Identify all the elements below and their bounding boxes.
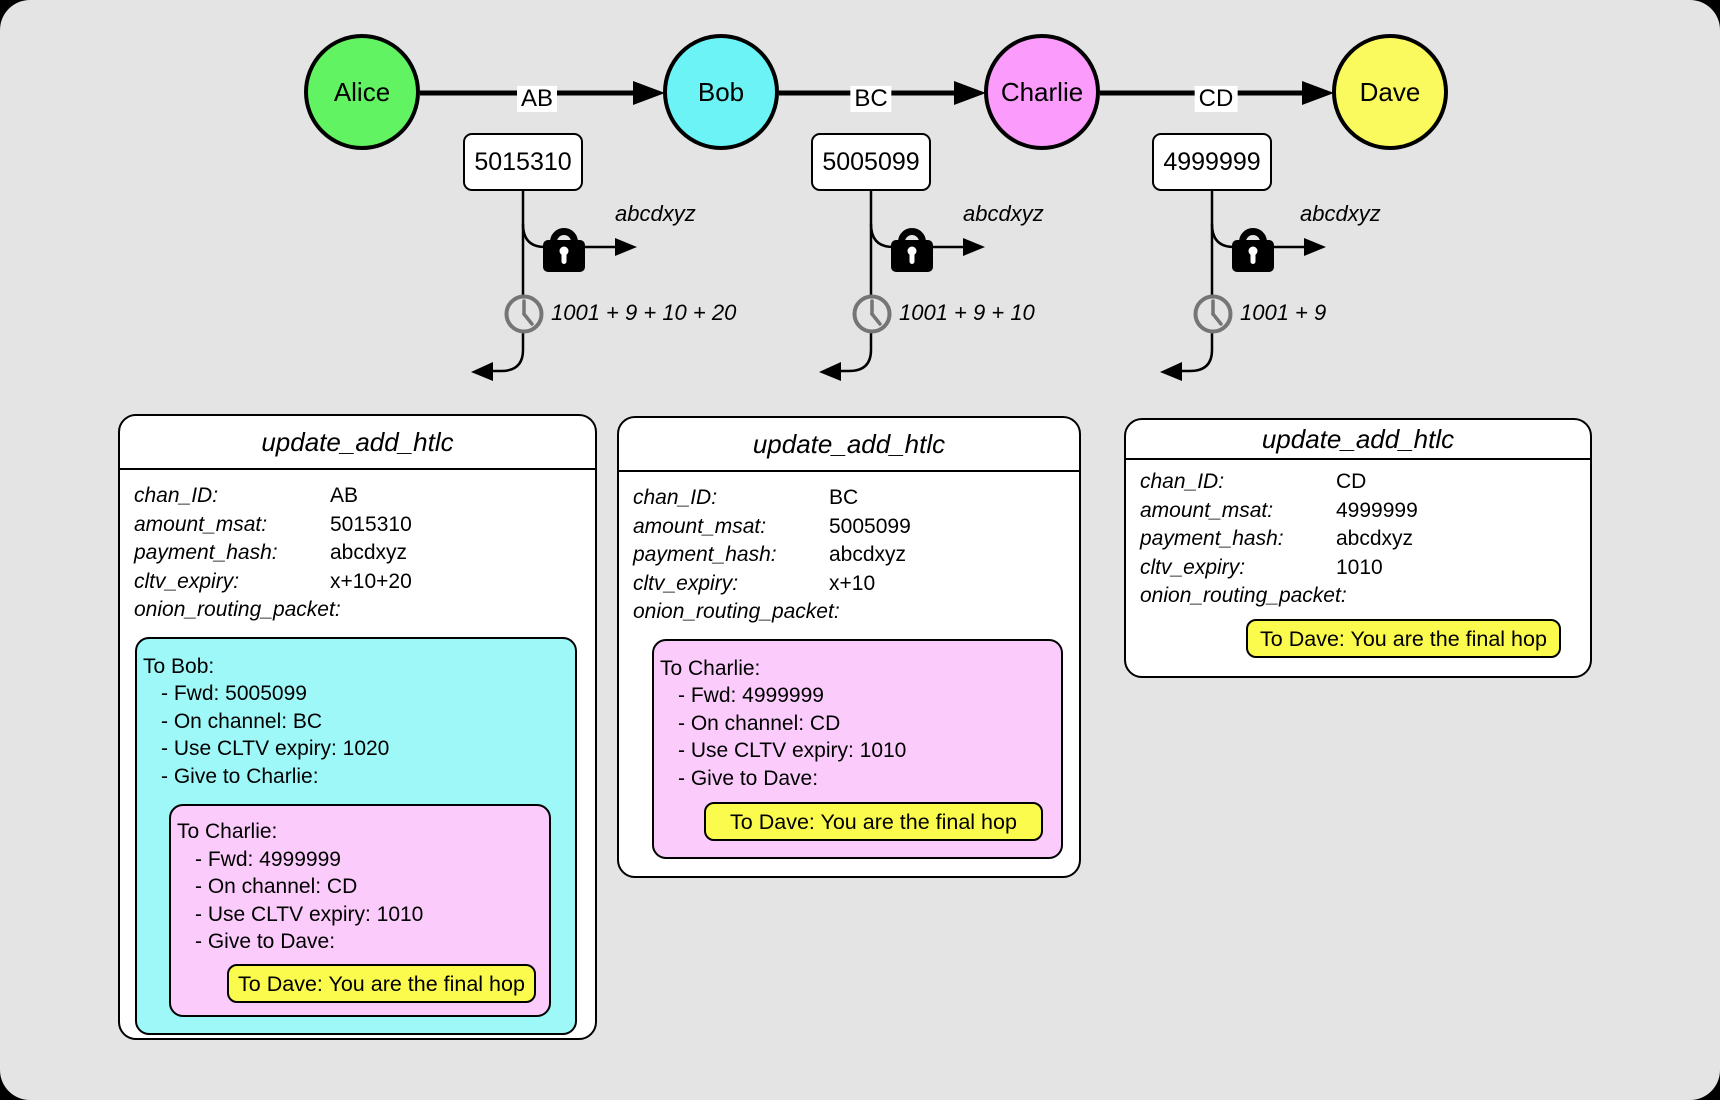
- htlc-connector-3: [1160, 191, 1326, 381]
- node-bob-label: Bob: [697, 76, 745, 107]
- hash-arrowhead: [1304, 238, 1326, 256]
- cltv-label-1: 1001 + 9 + 10 + 20: [551, 300, 737, 325]
- field-name: onion_routing_packet:: [633, 600, 840, 623]
- final-hop-note: To Dave: You are the final hop: [1246, 618, 1561, 658]
- htlc-amount-1: 5015310: [463, 133, 583, 191]
- lock-icon: [543, 228, 585, 272]
- payment-hash-label-2: abcdxyz: [963, 201, 1044, 226]
- clock-icon: [1193, 294, 1233, 334]
- update-add-htlc-message-1: update_add_htlc chan_ID: AB amount_msat: 5…: [118, 414, 597, 1040]
- message-title: update_add_htlc: [619, 418, 1079, 472]
- onion-item: - On channel: CD: [678, 711, 841, 735]
- onion-item: - Give to Dave:: [678, 766, 819, 790]
- field-value: BC: [829, 486, 859, 509]
- onion-item: - Give to Dave:: [195, 930, 336, 953]
- field-value: CD: [1336, 470, 1367, 493]
- onion-item: - On channel: BC: [161, 709, 323, 733]
- node-alice: Alice: [304, 34, 420, 150]
- onion-item: - On channel: CD: [195, 875, 358, 898]
- field-value: 5015310: [330, 512, 412, 536]
- field-name: payment_hash:: [134, 541, 278, 564]
- field-value: x+10: [829, 571, 876, 595]
- field-name: cltv_expiry:: [134, 569, 240, 593]
- htlc-amount-3: 4999999: [1152, 133, 1272, 191]
- message-fields: chan_ID: AB amount_msat: 5015310 payment_h…: [120, 470, 595, 625]
- lock-icon: [891, 228, 933, 272]
- onion-item: - Use CLTV expiry: 1010: [195, 902, 424, 926]
- onion-item: - Fwd: 4999999: [195, 847, 341, 871]
- clock-icon: [852, 294, 892, 334]
- node-dave-label: Dave: [1359, 76, 1421, 107]
- final-hop-note: To Dave: You are the final hop: [227, 963, 536, 1003]
- onion-packet-to-charlie: To Charlie: - Fwd: 4999999 - On channel:…: [169, 804, 551, 1017]
- node-dave: Dave: [1332, 34, 1448, 150]
- field-name: cltv_expiry:: [633, 571, 739, 595]
- message-title: update_add_htlc: [1126, 420, 1590, 460]
- onion-header: To Bob:: [143, 654, 215, 678]
- htlc-connector-1: [471, 191, 637, 381]
- field-name: chan_ID:: [1140, 470, 1225, 493]
- clock-icon: [504, 294, 544, 334]
- channel-label-ab: AB: [516, 86, 558, 112]
- send-to-message-arrowhead: [819, 362, 841, 381]
- onion-item: - Fwd: 5005099: [161, 682, 307, 705]
- field-value: abcdxyz: [829, 543, 907, 566]
- payment-hash-label-3: abcdxyz: [1300, 201, 1381, 226]
- field-value: abcdxyz: [1336, 527, 1414, 550]
- onion-item: - Use CLTV expiry: 1010: [678, 739, 907, 762]
- update-add-htlc-message-2: update_add_htlc chan_ID: BC amount_msat: 5…: [617, 416, 1081, 878]
- lock-icon: [1232, 228, 1274, 272]
- node-alice-label: Alice: [333, 76, 391, 107]
- node-bob: Bob: [663, 34, 779, 150]
- onion-item: - Use CLTV expiry: 1020: [161, 737, 390, 760]
- update-add-htlc-message-3: update_add_htlc chan_ID: CD amount_msat: 4…: [1124, 418, 1592, 678]
- hash-arrowhead: [615, 238, 637, 256]
- hash-arrowhead: [963, 238, 985, 256]
- node-charlie: Charlie: [984, 34, 1100, 150]
- field-name: amount_msat:: [633, 514, 767, 538]
- message-fields: chan_ID: CD amount_msat: 4999999 payment_h…: [1126, 460, 1590, 611]
- channel-label-bc: BC: [850, 86, 892, 112]
- send-to-message-arrowhead: [471, 362, 493, 381]
- onion-header: To Charlie:: [660, 656, 761, 680]
- field-name: chan_ID:: [134, 484, 219, 507]
- onion-packet-to-charlie: To Charlie: - Fwd: 4999999 - On channel:…: [652, 638, 1063, 859]
- field-value: x+10+20: [330, 569, 412, 593]
- cltv-label-2: 1001 + 9 + 10: [899, 300, 1035, 325]
- final-hop-note: To Dave: You are the final hop: [704, 802, 1043, 841]
- field-name: onion_routing_packet:: [1140, 584, 1347, 607]
- onion-header: To Charlie:: [177, 820, 278, 843]
- field-value: 4999999: [1336, 498, 1418, 522]
- field-name: amount_msat:: [134, 512, 268, 536]
- field-value: abcdxyz: [330, 541, 408, 564]
- field-name: onion_routing_packet:: [134, 598, 341, 621]
- field-value: 1010: [1336, 555, 1383, 579]
- field-value: 5005099: [829, 514, 911, 538]
- message-fields: chan_ID: BC amount_msat: 5005099 payment_h…: [619, 472, 1079, 627]
- field-value: AB: [330, 484, 359, 507]
- field-name: payment_hash:: [1140, 527, 1284, 550]
- cltv-label-3: 1001 + 9: [1240, 300, 1327, 325]
- onion-item: - Give to Charlie:: [161, 764, 319, 788]
- field-name: chan_ID:: [633, 486, 718, 509]
- node-charlie-label: Charlie: [1000, 76, 1084, 107]
- message-title: update_add_htlc: [120, 416, 595, 470]
- send-to-message-arrowhead: [1160, 362, 1182, 381]
- htlc-amount-2: 5005099: [811, 133, 931, 191]
- payment-hash-label-1: abcdxyz: [615, 201, 696, 226]
- field-name: cltv_expiry:: [1140, 555, 1246, 579]
- field-name: amount_msat:: [1140, 498, 1274, 522]
- onion-item: - Fwd: 4999999: [678, 684, 824, 707]
- field-name: payment_hash:: [633, 543, 777, 566]
- onion-packet-to-bob: To Bob: - Fwd: 5005099 - On channel: BC …: [135, 636, 577, 1035]
- htlc-connector-2: [819, 191, 985, 381]
- channel-label-cd: CD: [1194, 86, 1238, 112]
